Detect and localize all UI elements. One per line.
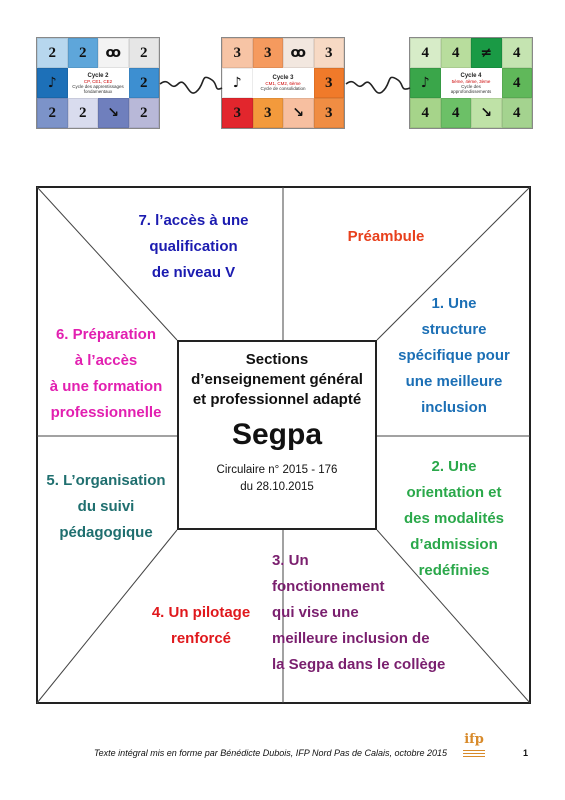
text-line: redéfinies [418,562,490,579]
cycle-tile: 4 [501,38,532,68]
cycle-tile: 4 [440,98,471,128]
cycle-tile: ↘ [471,98,502,128]
segpa-diagram: 7. l’accès à une qualification de niveau V… [36,186,531,704]
cycle-tile: 4 [410,38,441,68]
text-line: 7. l’accès à une [138,212,249,229]
text-line: 1. Une [431,295,477,312]
text-line: fonctionnement [272,578,385,595]
cycle-title: Cycle 3 [272,75,294,81]
cycle-tile: 3 [313,98,344,128]
footer-credit: Texte intégral mis en forme par Bénédict… [94,748,448,758]
cycle-connectors [159,76,411,94]
text-line: 6. Préparation [55,326,157,343]
cycle-tile: ♪ [410,68,441,98]
cycle-tile: 4 [440,38,471,68]
center-heading: Sections d’enseignement général et profess… [179,350,375,410]
preamble-label: Préambule [316,224,456,250]
text-line: à l’accès [74,352,138,369]
cycle-name: Cycle des approfondissements [450,83,492,94]
text-line: structure [421,321,487,338]
cycle-tile: 2 [128,98,159,128]
cycle-tile: 2 [128,68,159,98]
preamble-text: Préambule [347,228,425,245]
section-6-label: 6. Préparation à l’accès à une formation pr… [36,322,176,426]
cycle-name: Cycle de consolidation [260,86,306,91]
center-subtitle: Circulaire n° 2015 - 176 du 28.10.2015 [179,462,375,496]
section-2-label: 2. Une orientation et des modalités d’admis… [384,454,524,584]
cycle-tile: 4 [501,68,532,98]
cycle-tile: 3 [252,38,283,68]
section-1-label: 1. Une structure spécifique pour une meille… [384,291,524,421]
text-line: une meilleure [405,373,503,390]
text-line: la Segpa dans le collège [272,656,446,673]
cycle-grades: CM1, CM2, 6ème [265,81,301,86]
cycle-tile: ♪ [222,68,253,98]
text-line: de niveau V [151,264,236,281]
center-title: Segpa [231,418,323,451]
logo-text: ifp [464,732,484,747]
text-line: pédagogique [59,524,153,541]
text-line: 3. Un [272,552,309,569]
cycle-tile: 3 [222,98,253,128]
ifp-logo: ifp [461,733,487,765]
text-line: du suivi [77,498,135,515]
cycle-tile: ♪ [37,68,68,98]
section-7-label: 7. l’accès à une qualification de niveau V [106,208,281,286]
cycle-title: Cycle 2 [87,72,109,79]
cycle-tile: 2 [37,98,68,128]
text-line: orientation et [406,484,502,501]
diagram-frame [36,186,531,704]
cycle-tile: 2 [67,98,98,128]
cycle-tile: 3 [252,98,283,128]
text-line: 2. Une [431,458,477,475]
cycle-tile: ↘ [283,98,314,128]
section-4-label: 4. Un pilotage renforcé [126,600,276,652]
text-line: renforcé [170,630,232,647]
text-line: à une formation [49,378,163,395]
cycle-tile: ꝏ [283,38,314,68]
text-line: 5. L’organisation [46,472,166,489]
text-line: des modalités [403,510,505,527]
text-line: inclusion [421,399,487,416]
cycle-tile: 2 [67,38,98,68]
section-5-label: 5. L’organisation du suivi pédagogique [36,468,176,546]
text-line: Sections [245,351,309,368]
cycle-tile: ≠ [471,38,502,68]
text-line: meilleure inclusion de [272,630,430,647]
cycle-tile: 2 [37,38,68,68]
text-line: d’admission [410,536,498,553]
center-box: Sections d’enseignement général et profess… [177,340,377,530]
cycle-title: Cycle 4 [460,72,482,79]
cycle-grades: CP, CE1, CE2 [83,78,113,84]
cycle-tile: ↘ [98,98,129,128]
section-3-label: 3. Un fonctionnement qui vise une meilleure… [272,548,472,678]
cycle-tile: ꝏ [98,38,129,68]
page-number: 1 [523,748,529,758]
text-line: qui vise une [272,604,359,621]
circular-reference: Circulaire n° 2015 - 176 [216,464,338,476]
text-line: professionnelle [50,404,162,421]
cycle-tile: 3 [222,38,253,68]
cycle-name: Cycle des apprentissages fondamentaux [72,83,124,94]
text-line: d’enseignement général [191,371,363,388]
cycle-tile: 2 [128,38,159,68]
text-line: et professionnel adapté [192,391,362,408]
cycle-tile: 3 [313,68,344,98]
cycle-tile: 3 [313,38,344,68]
cycle-grades: 5ème, 4ème, 3ème [451,78,491,84]
circular-date: du 28.10.2015 [240,481,314,493]
text-line: 4. Un pilotage [151,604,251,621]
text-line: spécifique pour [398,347,510,364]
text-line: qualification [149,238,238,255]
cycle-tile: 4 [501,98,532,128]
cycle-tile: 4 [410,98,441,128]
